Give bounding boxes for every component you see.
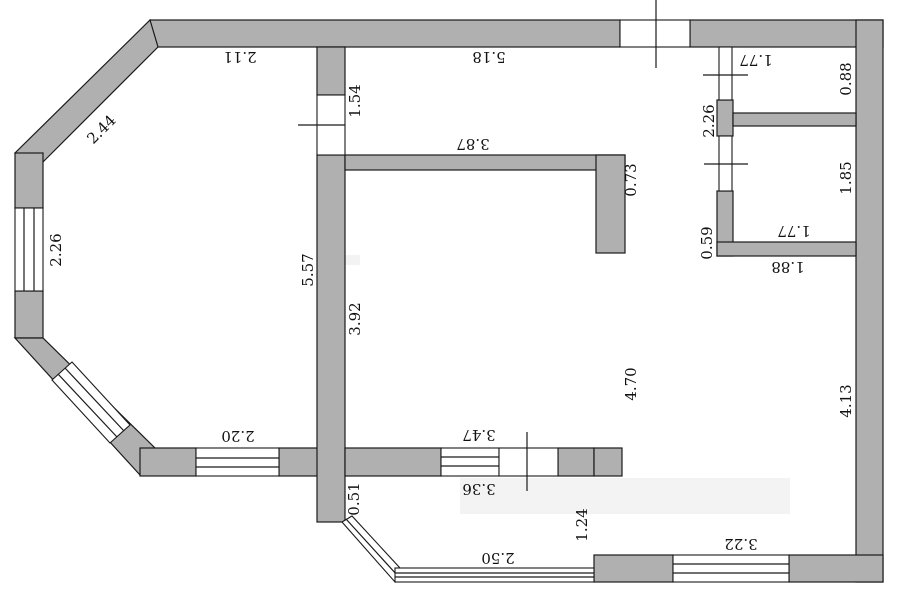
windows: [14, 207, 790, 584]
window-diagonal-bottom: [341, 515, 401, 584]
watermark: [330, 255, 790, 514]
bottom-wall-right-b: [788, 554, 884, 583]
top-wall-right: [689, 19, 884, 48]
dim-hall-height: 4.70: [622, 367, 640, 400]
dim-bath-corner: 0.59: [698, 226, 716, 259]
dim-wc-top-height: 0.88: [837, 62, 855, 95]
dim-top-left-wall: 2.11: [223, 48, 256, 66]
entrance-door: [619, 19, 691, 48]
dim-top-center: 5.18: [472, 48, 505, 66]
top-wall-left: [149, 19, 621, 48]
central-wall-top: [316, 46, 346, 96]
window-left: [14, 207, 44, 292]
window-inner-lower: [440, 447, 500, 477]
lower-inner-wall-b: [557, 447, 595, 477]
dim-bath-outer-width: 1.88: [771, 258, 804, 276]
inner-stub-wall: [595, 154, 626, 254]
dim-lower-gap: 1.24: [573, 508, 591, 541]
window-bottom-left: [195, 447, 280, 477]
door-wc: [718, 46, 733, 101]
dim-left-window: 2.26: [47, 233, 65, 266]
lower-inner-wall-a: [344, 447, 442, 477]
diagonal-wall-top-left: [13, 18, 159, 163]
dim-lower-inner-top: 3.47: [462, 426, 495, 444]
bath-bottom-wall: [716, 241, 857, 257]
left-wall-top: [14, 152, 44, 209]
dim-bottom-left-window: 2.20: [221, 427, 254, 445]
dim-bath-width: 1.77: [777, 222, 810, 240]
dim-right-wall: 4.13: [837, 384, 855, 417]
window-diagonal-left: [51, 361, 131, 444]
dimension-labels: 2.11 2.44 2.26 2.20 5.18 1.54 3.87 0.73 …: [47, 48, 855, 567]
lower-inner-wall-c: [593, 447, 623, 477]
bottom-wall-right-a: [593, 554, 674, 583]
dim-central-wall-inner: 3.92: [346, 302, 364, 335]
wc-divider-wall: [732, 112, 857, 127]
dim-bath-height: 1.85: [837, 161, 855, 194]
dim-lower-diag-window: 2.50: [481, 549, 514, 567]
bath-left-wall-a: [716, 99, 734, 137]
dim-lower-left-short: 0.51: [345, 482, 363, 515]
inner-horizontal-wall: [344, 154, 626, 171]
dim-lower-inner-bottom: 3.36: [462, 480, 495, 498]
central-wall: [316, 154, 346, 523]
doors: [298, 0, 748, 491]
left-wall-bottom: [14, 290, 44, 339]
dim-wc-top-width: 1.77: [739, 51, 772, 69]
right-wall: [855, 19, 884, 583]
window-bottom-right: [672, 554, 790, 583]
dim-central-wall-full: 5.57: [299, 253, 317, 286]
dim-door-left-vertical: 1.54: [346, 84, 364, 117]
interior-walls: [316, 46, 857, 523]
bottom-wall-left-a: [139, 447, 197, 477]
door-lower-inner: [498, 447, 559, 477]
window-bottom-long: [394, 567, 595, 583]
dim-bottom-right-window: 3.22: [724, 535, 757, 553]
dim-inner-horizontal: 3.87: [456, 135, 489, 153]
dim-inner-stub: 0.73: [622, 163, 640, 196]
dim-bath-left: 2.26: [700, 104, 718, 137]
bottom-wall-left-b: [278, 447, 320, 477]
